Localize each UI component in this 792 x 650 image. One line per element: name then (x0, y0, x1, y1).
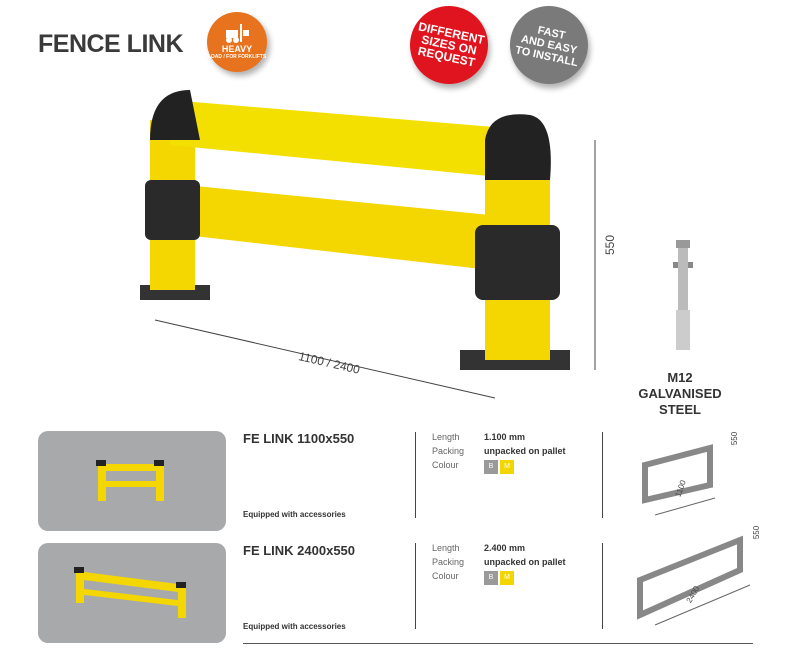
product-thumbnail (38, 431, 226, 531)
divider (415, 543, 416, 629)
product-diagram (637, 535, 751, 626)
spec-packing: unpacked on pallet (484, 446, 566, 456)
forklift-icon (226, 24, 249, 43)
spec-packing: unpacked on pallet (484, 557, 566, 567)
colour-swatch-yellow: M (500, 571, 514, 585)
product-specs: Length 2.400 mm Packing unpacked on pallet… (432, 541, 566, 585)
spec-length: 1.100 mm (484, 432, 526, 442)
bolt-material: GALVANISED STEEL (638, 386, 722, 417)
bolt-image (673, 240, 693, 350)
product-specs: Length 1.100 mm Packing unpacked on pallet… (432, 430, 566, 474)
spec-label: Colour (432, 571, 459, 581)
bolt-label: M12 GALVANISED STEEL (620, 370, 740, 418)
sizes-badge: DIFFERENT SIZES ON REQUEST (402, 0, 496, 92)
divider (602, 543, 603, 629)
diagram-height: 550 (730, 431, 740, 446)
heavy-sub: LOAD / FOR FORKLIFTS (207, 54, 267, 60)
bottom-rule (243, 643, 753, 644)
accessories-note: Equipped with accessories (243, 510, 346, 519)
spec-label: Length (432, 543, 460, 553)
colour-swatch-grey: B (484, 460, 498, 474)
bolt-size: M12 (667, 370, 693, 385)
accessories-note: Equipped with accessories (243, 622, 346, 631)
divider (415, 432, 416, 518)
install-badge: FAST AND EASY TO INSTALL (502, 0, 596, 92)
divider (602, 432, 603, 518)
heavy-label: HEAVY (221, 44, 253, 54)
spec-label: Length (432, 432, 460, 442)
fence-link-image (140, 90, 596, 399)
diagram-height: 550 (752, 525, 762, 540)
product-name: FE LINK 1100x550 (243, 431, 355, 446)
spec-label: Packing (432, 557, 465, 567)
page-title: FENCE LINK (38, 30, 184, 58)
product-thumbnail (38, 543, 226, 643)
spec-label: Packing (432, 446, 465, 456)
height-dimension: 550 (603, 234, 618, 256)
product-name: FE LINK 2400x550 (243, 543, 356, 558)
product-diagram (642, 444, 716, 516)
heavy-load-badge: HEAVY LOAD / FOR FORKLIFTS (207, 12, 267, 72)
colour-swatch-yellow: M (500, 460, 514, 474)
spec-length: 2.400 mm (484, 543, 526, 553)
spec-label: Colour (432, 460, 459, 470)
colour-swatch-grey: B (484, 571, 498, 585)
